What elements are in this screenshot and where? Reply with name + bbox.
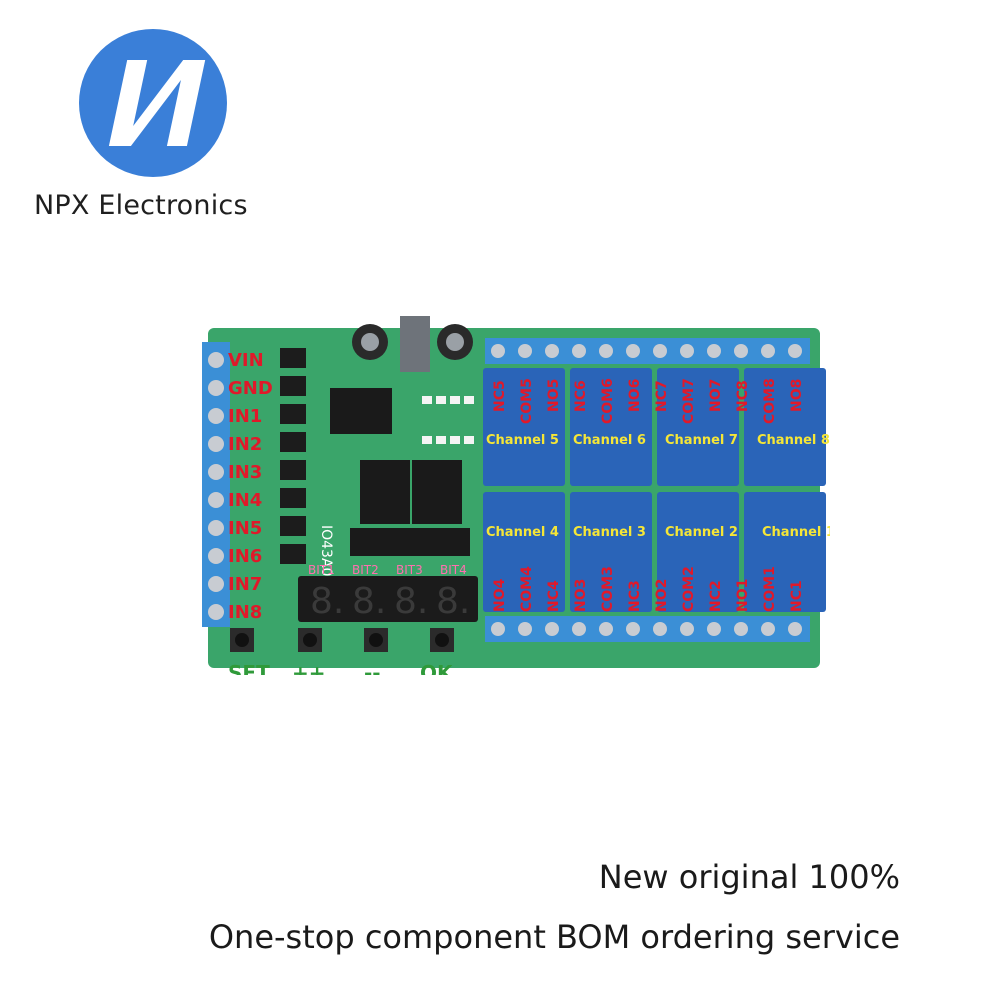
- channel-7-label: Channel 7: [665, 433, 738, 448]
- push-buttons: [230, 628, 454, 652]
- channel-5-label: Channel 5: [486, 433, 559, 448]
- chip-2: [360, 460, 410, 524]
- button-label-set: SET: [228, 661, 270, 675]
- bit-label-4: BIT4: [440, 563, 467, 577]
- input-label-in8: IN8: [228, 602, 262, 623]
- chip-3: [412, 460, 462, 524]
- top-terminal-nc6: NC6: [573, 380, 589, 412]
- model-text: IO43A08: [318, 525, 334, 585]
- tagline-bom-service: One-stop component BOM ordering service: [208, 918, 900, 956]
- bottom-terminal-no2: NO2: [654, 579, 670, 612]
- channel-1-label: Channel 1: [762, 525, 830, 540]
- channel-6-label: Channel 6: [573, 433, 646, 448]
- top-terminal-com6: COM6: [600, 378, 616, 424]
- bottom-terminal-com4: COM4: [519, 566, 535, 612]
- bit-label-1: BIT1: [308, 563, 335, 577]
- input-label-in4: IN4: [228, 490, 262, 511]
- input-label-vin: VIN: [228, 350, 264, 371]
- bottom-terminal-com3: COM3: [600, 566, 616, 612]
- relay-board: IO43A08 8. 8. 8. 8. BIT1 BIT2 BIT3 BIT4 …: [202, 316, 830, 675]
- bit-label-3: BIT3: [396, 563, 423, 577]
- top-terminal-nc5: NC5: [492, 380, 508, 412]
- channel-2-label: Channel 2: [665, 525, 738, 540]
- bottom-terminal-nc2: NC2: [708, 580, 724, 612]
- relays-bottom: [483, 492, 826, 612]
- top-terminal-strip: [485, 338, 810, 364]
- display-digit-1: 8.: [310, 581, 344, 622]
- display-digit-4: 8.: [436, 581, 470, 622]
- channel-3-label: Channel 3: [573, 525, 646, 540]
- input-label-in2: IN2: [228, 434, 262, 455]
- bottom-terminal-nc1: NC1: [789, 580, 805, 612]
- button-label-ok: OK: [420, 661, 454, 675]
- button-label-minus: --: [364, 661, 381, 675]
- relays-top: [483, 368, 826, 486]
- bottom-terminal-no3: NO3: [573, 579, 589, 612]
- button-label-plus: ++: [292, 661, 326, 675]
- input-screws: [208, 352, 224, 620]
- channel-8-label: Channel 8: [757, 433, 830, 448]
- input-label-in5: IN5: [228, 518, 262, 539]
- input-label-in3: IN3: [228, 462, 262, 483]
- top-terminal-no6: NO6: [627, 379, 643, 412]
- optocouplers: [280, 348, 306, 564]
- bottom-terminal-strip: [485, 616, 810, 642]
- top-terminal-nc8: NC8: [735, 380, 751, 412]
- top-terminal-no8: NO8: [789, 379, 805, 412]
- bottom-terminal-com2: COM2: [681, 566, 697, 612]
- bit-label-2: BIT2: [352, 563, 379, 577]
- regulator: [400, 316, 430, 372]
- top-terminal-com7: COM7: [681, 378, 697, 424]
- channel-4-label: Channel 4: [486, 525, 559, 540]
- input-label-in7: IN7: [228, 574, 262, 595]
- bottom-terminal-nc3: NC3: [627, 580, 643, 612]
- chip-4: [350, 528, 470, 556]
- input-label-gnd: GND: [228, 378, 273, 399]
- input-label-in6: IN6: [228, 546, 262, 567]
- top-terminal-no5: NO5: [546, 379, 562, 412]
- brand-name: NPX Electronics: [34, 190, 248, 221]
- bottom-terminal-com1: COM1: [762, 566, 778, 612]
- chip-1: [330, 388, 392, 434]
- top-terminal-com8: COM8: [762, 378, 778, 424]
- bottom-terminal-no4: NO4: [492, 578, 508, 612]
- display-digit-3: 8.: [394, 581, 428, 622]
- status-leds: [422, 396, 474, 444]
- tagline-original: New original 100%: [598, 858, 900, 896]
- input-label-in1: IN1: [228, 406, 262, 427]
- npx-logo-icon: [79, 29, 227, 177]
- bottom-terminal-no1: NO1: [735, 579, 751, 612]
- bottom-terminal-nc4: NC4: [546, 580, 562, 612]
- top-terminal-nc7: NC7: [654, 380, 670, 412]
- top-terminal-com5: COM5: [519, 378, 535, 424]
- seven-segment-display: [298, 576, 478, 622]
- display-digit-2: 8.: [352, 581, 386, 622]
- top-terminal-no7: NO7: [708, 379, 724, 412]
